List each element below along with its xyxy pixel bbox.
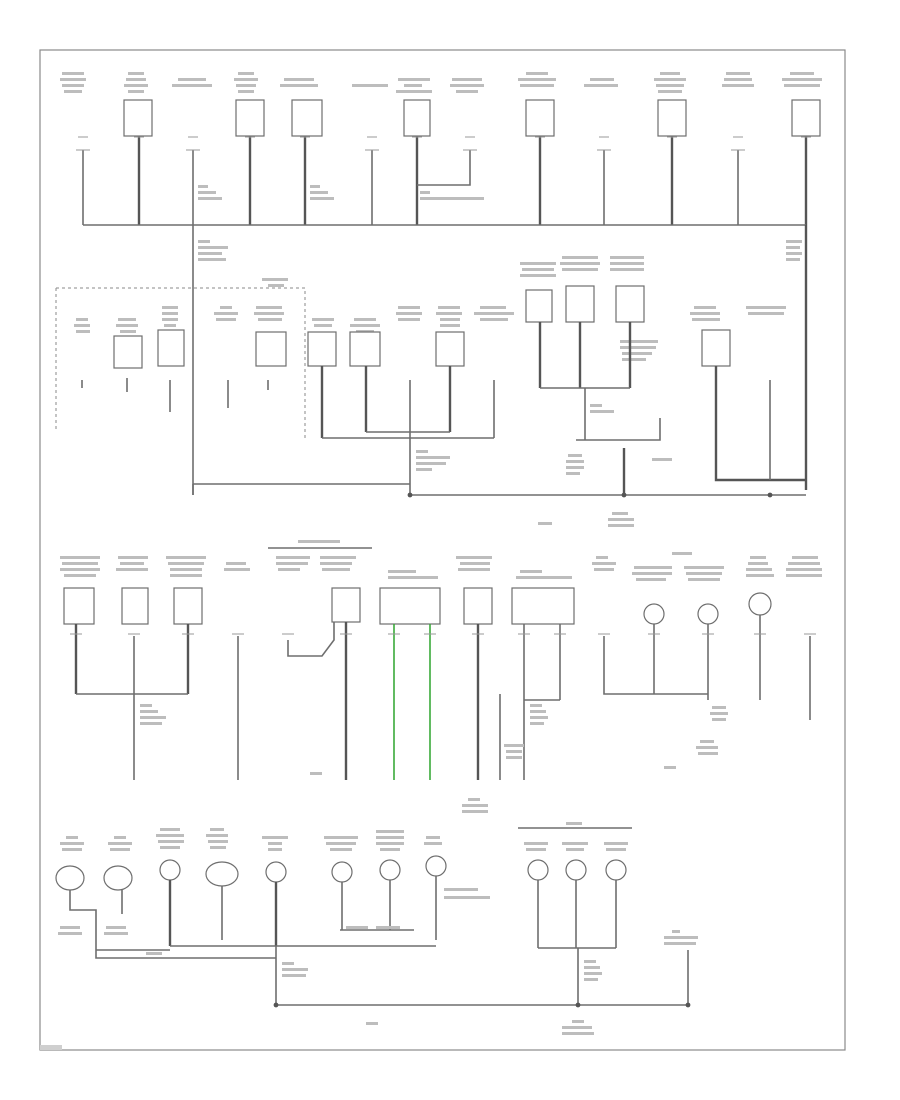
row4-bus-upper <box>96 945 436 951</box>
lamp-r4-a <box>55 865 85 891</box>
module-box-r1-c <box>291 99 323 137</box>
row1-splice-notes <box>198 185 802 261</box>
row4-drops <box>69 876 689 1005</box>
ground-splice-r4-a <box>273 1002 279 1008</box>
module-box-r2-d <box>307 331 337 367</box>
ground-splice-r4-b <box>575 1002 581 1008</box>
row2-components <box>55 256 806 527</box>
ground-splice-r2-c <box>767 492 773 498</box>
lamp-r4-j <box>565 859 587 881</box>
module-box-r3-e <box>379 587 441 625</box>
ground-splice-r2-b <box>621 492 627 498</box>
row4-splice-notes <box>58 926 698 1035</box>
row2-splice-notes <box>416 404 672 527</box>
module-box-r3-a <box>63 587 95 625</box>
lamp-r3-c <box>748 592 772 616</box>
lamp-r4-k <box>605 859 627 881</box>
module-box-r2-j <box>701 329 731 367</box>
lamp-r4-e <box>265 861 287 883</box>
page-corner-mark <box>40 1045 62 1050</box>
row1-components <box>60 72 822 261</box>
row1-drops <box>82 136 808 225</box>
module-box-r3-b <box>121 587 149 625</box>
module-box-r2-i <box>615 285 645 323</box>
module-box-r2-b <box>157 329 185 367</box>
module-box-r2-e <box>349 331 381 367</box>
row2-ground-bus <box>193 483 806 496</box>
module-box-r2-f <box>435 331 465 367</box>
lamp-r4-c <box>159 859 181 881</box>
module-box-r1-e <box>525 99 555 137</box>
lamp-r4-g <box>379 859 401 881</box>
module-box-r2-g <box>525 289 553 323</box>
row2-drops <box>81 322 806 482</box>
row4-components <box>55 822 698 1035</box>
module-box-r3-c <box>173 587 203 625</box>
row3-labels <box>60 540 822 581</box>
row1-connector-ticks <box>76 136 811 151</box>
row4-bus-left <box>95 950 276 959</box>
module-box-r3-d <box>331 587 361 623</box>
lamp-r4-d <box>205 861 239 887</box>
module-box-r2-h <box>565 285 595 323</box>
row2-dashed-enclosure <box>55 287 306 438</box>
module-box-r2-a <box>113 335 143 369</box>
module-box-r1-b <box>235 99 265 137</box>
lamp-r4-b <box>103 865 133 891</box>
module-box-r3-f <box>463 587 493 625</box>
lamp-r3-b <box>697 603 719 625</box>
module-box-r3-g <box>511 587 575 625</box>
lamp-r3-a <box>643 603 665 625</box>
row3-components <box>60 540 822 813</box>
row3-splice-notes <box>140 704 728 813</box>
module-box-r1-a <box>123 99 153 137</box>
ground-splice-r2-a <box>407 492 413 498</box>
row4-labels <box>60 822 628 899</box>
diagram-frame <box>39 49 846 1051</box>
module-box-r1-g <box>791 99 821 137</box>
row3-drops <box>74 615 811 780</box>
row1-labels <box>60 72 822 93</box>
module-box-r1-f <box>657 99 687 137</box>
lamp-r4-h <box>425 855 447 877</box>
module-box-r2-c <box>255 331 287 367</box>
ground-splice-r4-c <box>685 1002 691 1008</box>
module-box-r1-d <box>403 99 431 137</box>
lamp-r4-f <box>331 861 353 883</box>
lamp-r4-i <box>527 859 549 881</box>
